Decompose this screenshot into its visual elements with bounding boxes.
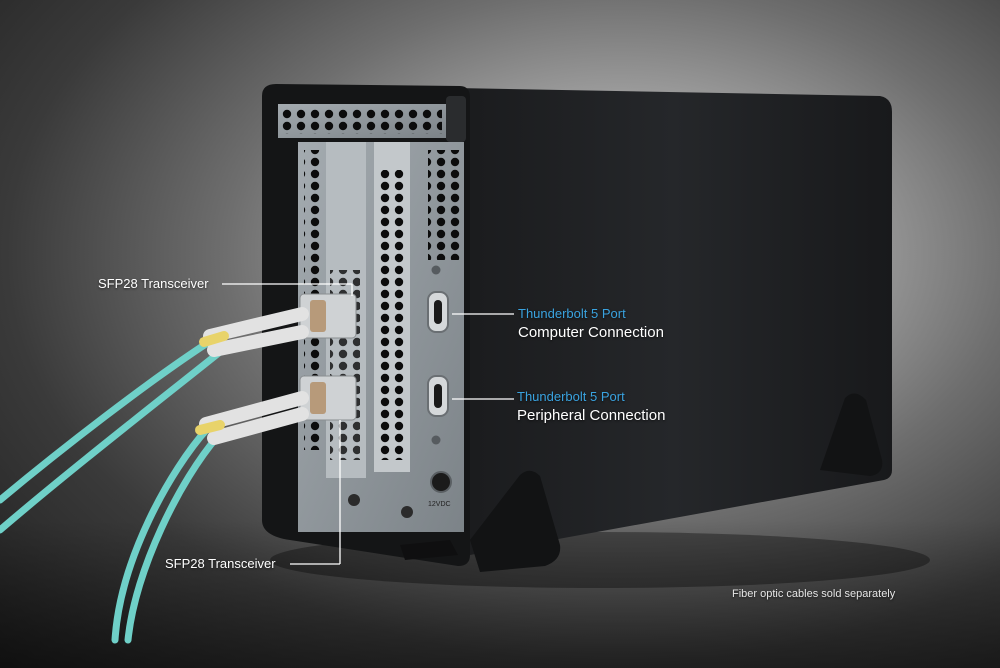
tb-computer-subtitle: Computer Connection bbox=[518, 324, 664, 341]
tb-computer-title: Thunderbolt 5 Port bbox=[518, 306, 626, 321]
sfp-top-label: SFP28 Transceiver bbox=[98, 276, 209, 291]
sfp-bottom-label: SFP28 Transceiver bbox=[165, 556, 276, 571]
tb-peripheral-subtitle: Peripheral Connection bbox=[517, 407, 666, 424]
fiber-cables bbox=[0, 307, 309, 644]
callout-lines bbox=[222, 283, 514, 565]
power-jack bbox=[430, 471, 452, 493]
tb-peripheral-title: Thunderbolt 5 Port bbox=[517, 389, 625, 404]
power-jack-label: 12VDC bbox=[428, 501, 451, 508]
enclosure bbox=[262, 84, 892, 572]
sfp-transceiver-bottom bbox=[299, 375, 357, 421]
footnote: Fiber optic cables sold separately bbox=[732, 588, 896, 600]
